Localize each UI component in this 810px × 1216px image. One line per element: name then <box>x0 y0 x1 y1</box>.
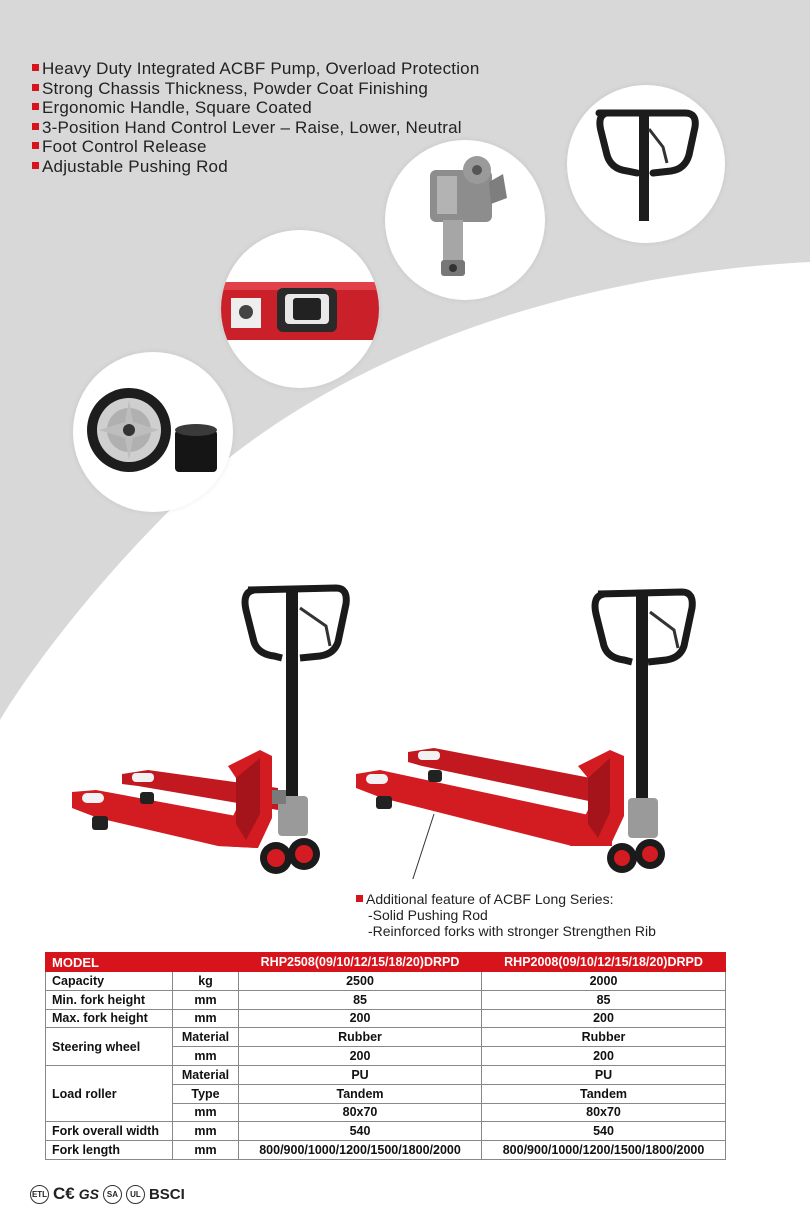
row-unit: mm <box>171 1121 240 1142</box>
header-model: MODEL <box>44 952 240 972</box>
row-label: Load roller <box>45 1064 173 1123</box>
cell-value: 800/900/1000/1200/1500/1800/2000 <box>481 1140 727 1160</box>
table-row: Type Tandem Tandem <box>46 1083 727 1104</box>
table-header-row: MODEL RHP2508(09/10/12/15/18/20)DRPD RHP… <box>44 952 727 972</box>
bullet-icon <box>32 64 39 71</box>
table-row: mm 80x70 80x70 <box>46 1102 727 1123</box>
gs-logo-icon: GS <box>78 1186 99 1202</box>
pallet-truck-long-series <box>356 588 696 879</box>
cell-value: Tandem <box>238 1083 483 1104</box>
handle-photo <box>567 85 725 243</box>
feature-item: Heavy Duty Integrated ACBF Pump, Overloa… <box>32 59 480 79</box>
table-row: Steering wheel Material Rubber Rubber <box>45 1027 727 1066</box>
cell-value: 80x70 <box>481 1102 727 1123</box>
row-label: Fork overall width <box>45 1121 173 1142</box>
feature-item: Strong Chassis Thickness, Powder Coat Fi… <box>32 79 480 99</box>
bullet-icon <box>356 895 363 902</box>
pallet-truck-standard <box>72 584 350 874</box>
bullet-icon <box>32 122 39 130</box>
cell-value: 80x70 <box>238 1102 483 1123</box>
table-row: Capacity kg 2500 2000 <box>45 971 727 991</box>
cell-value: Rubber <box>481 1027 727 1048</box>
certification-logos: ETL C€ GS SA UL BSCI <box>30 1184 185 1204</box>
feature-item: Foot Control Release <box>32 137 480 157</box>
cell-value: 85 <box>481 989 727 1010</box>
row-unit: Material <box>171 1064 240 1085</box>
note-title: Additional feature of ACBF Long Series: <box>356 891 656 907</box>
table-row: Max. fork height mm 200 200 <box>45 1008 727 1029</box>
fork-roller-icon <box>221 282 379 340</box>
cell-value: 800/900/1000/1200/1500/1800/2000 <box>238 1140 483 1160</box>
long-series-note: Additional feature of ACBF Long Series: … <box>356 891 656 939</box>
fork-roller-photo <box>221 230 379 388</box>
row-label: Capacity <box>45 971 173 991</box>
row-label: Steering wheel <box>45 1027 173 1066</box>
bsci-logo-icon: BSCI <box>148 1185 185 1203</box>
table-row: Min. fork height mm 85 85 <box>45 989 727 1010</box>
spec-table: MODEL RHP2508(09/10/12/15/18/20)DRPD RHP… <box>44 952 727 1160</box>
row-unit: mm <box>171 1046 240 1066</box>
row-unit: mm <box>171 989 240 1010</box>
cell-value: 200 <box>238 1008 483 1029</box>
row-unit: Type <box>171 1083 240 1104</box>
pump-icon <box>430 156 507 276</box>
bullet-icon <box>32 142 39 149</box>
row-unit: mm <box>171 1102 240 1123</box>
row-unit: mm <box>171 1140 240 1160</box>
cell-value: 540 <box>238 1121 483 1142</box>
row-label: Min. fork height <box>45 989 173 1010</box>
cell-value: 200 <box>481 1008 727 1029</box>
cell-value: 200 <box>238 1046 483 1066</box>
row-label: Fork length <box>45 1140 173 1160</box>
etl-logo-icon: ETL <box>30 1184 49 1204</box>
table-row: mm 200 200 <box>46 1046 727 1066</box>
feature-list: Heavy Duty Integrated ACBF Pump, Overloa… <box>32 59 480 176</box>
cell-value: 2500 <box>238 971 483 991</box>
header-model-2508: RHP2508(09/10/12/15/18/20)DRPD <box>238 952 483 972</box>
row-unit: mm <box>171 1008 240 1029</box>
wheels-photo <box>73 352 233 512</box>
ul-logo-icon: UL <box>125 1184 145 1204</box>
table-row: Load roller Material PU PU <box>45 1064 727 1123</box>
note-line: -Solid Pushing Rod <box>368 907 488 923</box>
feature-item: 3-Position Hand Control Lever – Raise, L… <box>32 118 480 138</box>
bullet-icon <box>32 83 39 91</box>
wheel-icon <box>87 388 217 472</box>
cell-value: 200 <box>481 1046 727 1066</box>
note-line: -Reinforced forks with stronger Strength… <box>368 923 656 939</box>
cell-value: PU <box>238 1064 483 1085</box>
table-row: Fork length mm 800/900/1000/1200/1500/18… <box>45 1140 727 1160</box>
cell-value: Tandem <box>481 1083 727 1104</box>
handle-icon <box>595 109 699 221</box>
csa-logo-icon: SA <box>102 1184 122 1204</box>
table-row: Fork overall width mm 540 540 <box>45 1121 727 1142</box>
row-label: Max. fork height <box>45 1008 173 1029</box>
row-unit: kg <box>171 971 240 991</box>
bullet-icon <box>32 161 39 169</box>
cell-value: 540 <box>481 1121 727 1142</box>
pump-photo <box>385 140 545 300</box>
cell-value: Rubber <box>238 1027 483 1048</box>
feature-item: Ergonomic Handle, Square Coated <box>32 98 480 118</box>
feature-item: Adjustable Pushing Rod <box>32 157 480 177</box>
row-unit: Material <box>171 1027 240 1048</box>
ce-logo-icon: C€ <box>53 1184 75 1203</box>
bullet-icon <box>32 103 39 110</box>
cell-value: PU <box>481 1064 727 1085</box>
cell-value: 2000 <box>481 971 727 991</box>
header-model-2008: RHP2008(09/10/12/15/18/20)DRPD <box>481 952 727 972</box>
cell-value: 85 <box>238 989 483 1010</box>
